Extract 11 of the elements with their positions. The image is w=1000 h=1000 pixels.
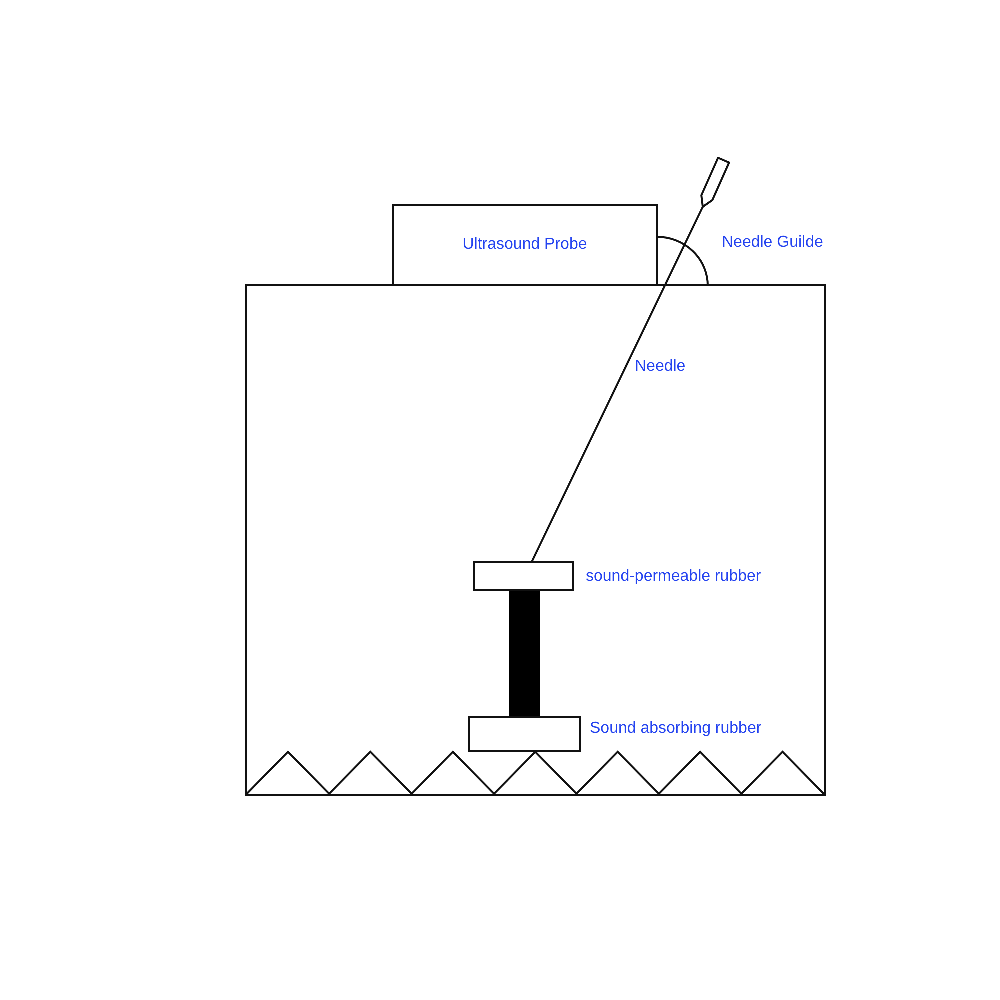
target-pillar xyxy=(509,591,540,716)
part-label: Needle xyxy=(635,358,686,376)
needle-guide-arc xyxy=(656,236,709,286)
part-label: sound-permeable rubber xyxy=(586,568,762,586)
part-label: Needle Guilde xyxy=(722,234,824,252)
rubber-block xyxy=(468,716,581,752)
probe-block xyxy=(392,204,658,286)
rubber-block xyxy=(473,561,574,591)
part-label: Ultrasound Probe xyxy=(462,236,588,254)
phantom-tank xyxy=(245,284,826,796)
part-label: Sound absorbing rubber xyxy=(590,720,762,738)
